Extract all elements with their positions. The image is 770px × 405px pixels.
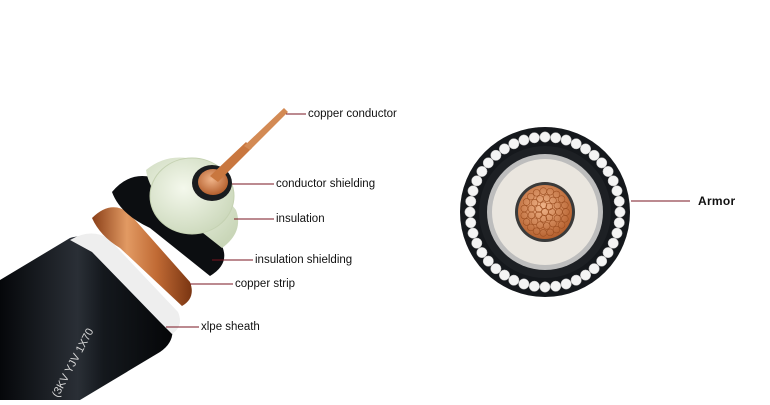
armor-wire	[589, 150, 599, 160]
armor-wire	[550, 281, 560, 291]
armor-wire	[615, 207, 625, 217]
armor-wire	[550, 133, 560, 143]
armor-wire	[509, 275, 519, 285]
armor-wire	[466, 196, 476, 206]
label-insulation-shielding: insulation shielding	[255, 253, 352, 267]
armor-wire	[509, 139, 519, 149]
armor-wire	[614, 217, 624, 227]
armor-wire	[519, 135, 529, 145]
label-copper-conductor: copper conductor	[308, 107, 397, 121]
armor-wire	[483, 158, 493, 168]
armor-wire	[468, 228, 478, 238]
armor-wire	[603, 247, 613, 257]
label-xlpe-sheath: xlpe sheath	[201, 320, 260, 334]
armor-wire	[580, 270, 590, 280]
armor-wire	[499, 144, 509, 154]
armor-wire	[472, 176, 482, 186]
armor-wire	[529, 133, 539, 143]
copper-conductor-section	[518, 185, 572, 239]
label-armor: Armor	[698, 194, 736, 208]
armor-wire	[596, 256, 606, 266]
armor-wire	[614, 196, 624, 206]
armor-wire	[571, 275, 581, 285]
armor-wire	[612, 186, 622, 196]
armor-wire	[561, 279, 571, 289]
armor-wire	[499, 270, 509, 280]
armor-wire	[491, 263, 501, 273]
armor-wire	[529, 281, 539, 291]
armor-wire	[608, 176, 618, 186]
armor-wire	[612, 228, 622, 238]
armor-wire	[596, 158, 606, 168]
armor-wire	[519, 279, 529, 289]
armor-wire	[540, 282, 550, 292]
armor-wire	[468, 186, 478, 196]
armor-wire	[477, 166, 487, 176]
label-conductor-shielding: conductor shielding	[276, 177, 375, 191]
copper-conductor-wire	[244, 108, 288, 150]
armor-wire	[477, 247, 487, 257]
label-copper-strip: copper strip	[235, 277, 295, 291]
armor-wire	[465, 207, 475, 217]
armor-wire	[483, 256, 493, 266]
cable-cutaway: (3KV YJV 1X70	[0, 108, 288, 400]
armor-wire	[580, 144, 590, 154]
armor-wire	[540, 132, 550, 142]
armor-wire	[608, 238, 618, 248]
armor-wire	[466, 217, 476, 227]
armor-wire	[571, 139, 581, 149]
armor-wire	[561, 135, 571, 145]
armor-wire	[603, 166, 613, 176]
armor-wire	[472, 238, 482, 248]
label-insulation: insulation	[276, 212, 325, 226]
cable-cross-section	[460, 127, 630, 297]
copper-conductor-strand	[210, 142, 252, 182]
armor-wire	[589, 263, 599, 273]
armor-wire	[491, 150, 501, 160]
